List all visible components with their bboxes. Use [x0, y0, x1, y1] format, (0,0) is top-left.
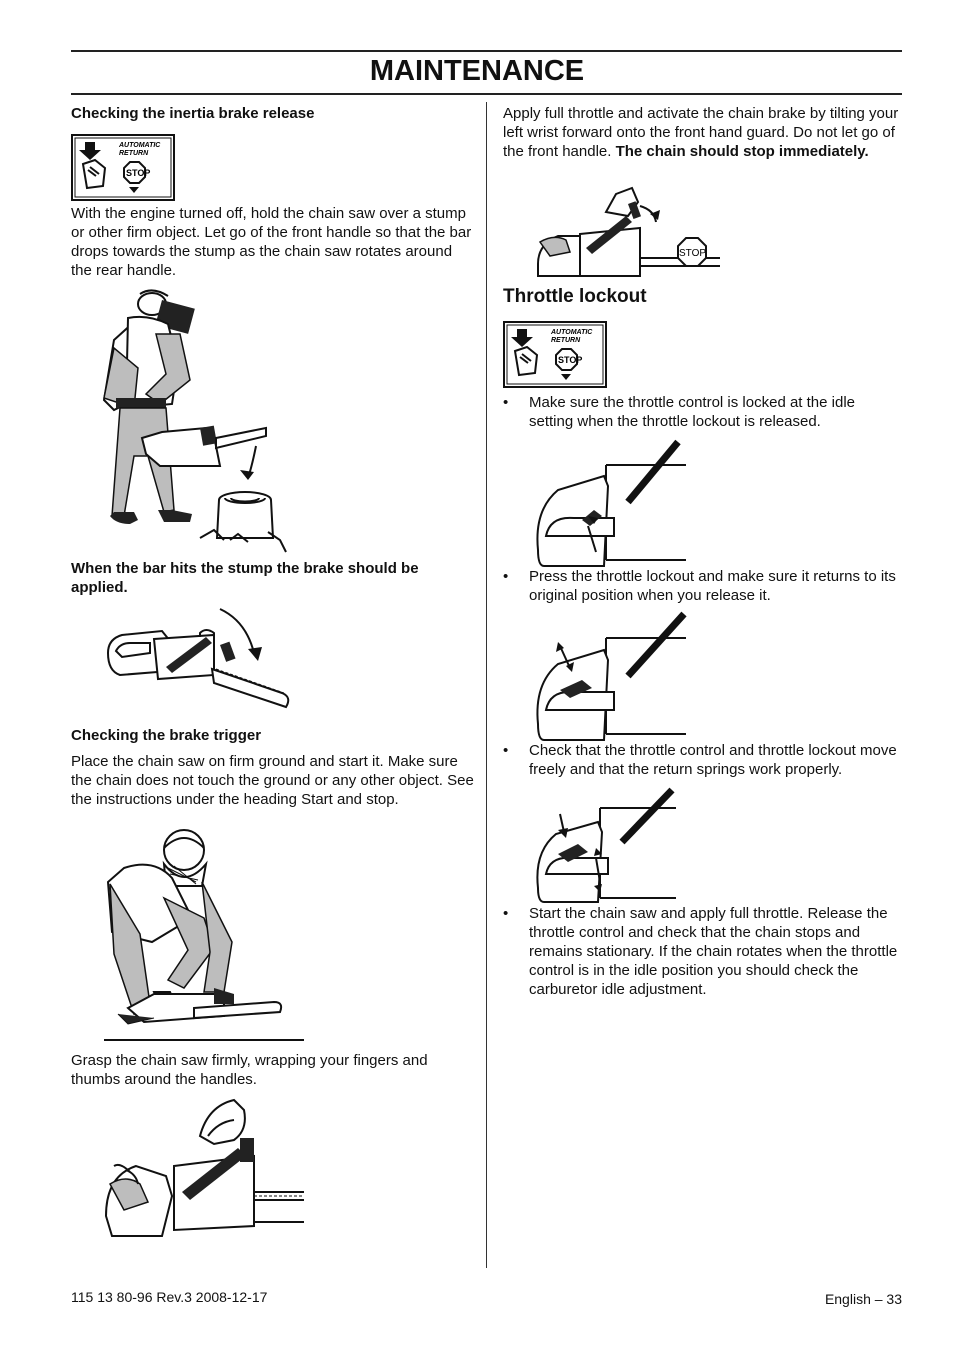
throttle-text: Apply full throttle and activate the cha…: [503, 104, 903, 161]
throttle-lockout-illustration: [536, 611, 687, 741]
automatic-return-symbol: AUTOMATIC RETURN STOP: [71, 134, 175, 201]
bullet-text: Make sure the throttle control is locked…: [529, 394, 856, 430]
symbol-label-2: RETURN: [119, 150, 149, 157]
footer-doc-id: 115 13 80-96 Rev.3 2008-12-17: [71, 1289, 268, 1305]
footer-page-number: English – 33: [824, 1291, 902, 1307]
symbol2-label-2: RETURN: [551, 337, 581, 344]
throttle-text-bold: The chain should stop immediately.: [615, 143, 869, 160]
throttle-idle-illustration: [536, 439, 686, 567]
bullet-dot: •: [503, 905, 509, 922]
symbol2-label-1: AUTOMATIC: [550, 329, 593, 336]
springs-check-illustration: [536, 787, 676, 903]
column-separator: [486, 102, 487, 1268]
bullet-text: Start the chain saw and apply full throt…: [529, 905, 898, 998]
page-title: MAINTENANCE: [369, 55, 585, 87]
chain-stop-illustration: STOP: [537, 186, 720, 277]
bullet-dot: •: [503, 568, 509, 585]
throttle-text-plain: Apply full throttle and activate the cha…: [503, 105, 899, 160]
top-rule: [71, 50, 902, 52]
stump-test-illustration: [102, 289, 287, 553]
brake-trigger-illustration: [104, 829, 304, 1041]
inertia-text: With the engine turned off, hold the cha…: [71, 205, 472, 279]
symbol-stop-2: STOP: [558, 355, 582, 365]
bullet-text: Check that the throttle control and thro…: [529, 742, 897, 778]
grasp-handles-illustration: [104, 1098, 304, 1237]
lockout-heading: Throttle lockout: [503, 286, 647, 307]
symbol-stop-1: STOP: [126, 168, 150, 178]
automatic-return-symbol-2: AUTOMATIC RETURN STOP: [503, 321, 607, 388]
stump-caption: When the bar hits the stump the brake sh…: [71, 560, 419, 596]
trigger-text: Place the chain saw on firm ground and s…: [71, 753, 474, 808]
trigger-heading: Checking the brake trigger: [71, 727, 262, 744]
grasp-text: Grasp the chain saw firmly, wrapping you…: [71, 1052, 428, 1088]
title-rule: [71, 93, 902, 95]
bullet-text: Press the throttle lockout and make sure…: [529, 568, 896, 604]
bullet-dot: •: [503, 742, 509, 759]
chain-brake-arrow-illustration: [106, 608, 290, 709]
stop-sign-text: STOP: [679, 248, 706, 259]
bullet-dot: •: [503, 394, 509, 411]
inertia-heading: Checking the inertia brake release: [71, 105, 315, 122]
symbol-label-1: AUTOMATIC: [118, 142, 161, 149]
